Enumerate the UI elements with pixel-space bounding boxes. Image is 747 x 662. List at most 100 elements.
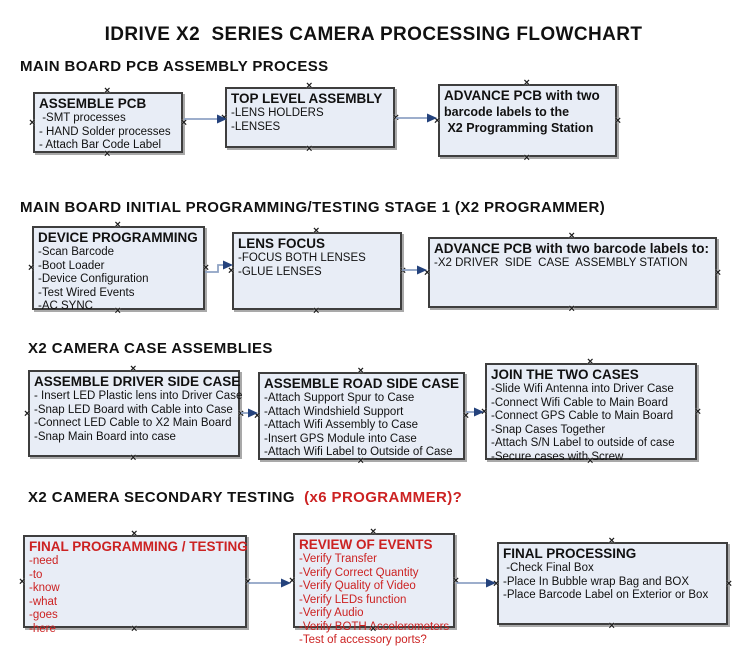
box-items: -FOCUS BOTH LENSES-GLUE LENSES (238, 252, 396, 279)
box-item: -Verify Quality of Video (299, 580, 416, 592)
box-title: ADVANCE PCB with two (444, 88, 600, 103)
box-item: -X2 DRIVER SIDE CASE ASSEMBLY STATION (434, 257, 688, 269)
connection-anchor-icon: × (725, 577, 732, 590)
connection-anchor-icon: × (714, 266, 721, 279)
connection-anchor-icon: × (131, 528, 138, 540)
section-header-secondary-testing-label: X2 CAMERA SECONDARY TESTING (28, 489, 295, 506)
box-items: -Slide Wifi Antenna into Driver Case -Con… (491, 383, 691, 464)
box-item: -Secure cases with Screw (491, 450, 624, 463)
box-item: barcode labels to the (444, 105, 570, 119)
section-header-case-assemblies: X2 CAMERA CASE ASSEMBLIES (28, 340, 273, 357)
flow-box-assemble-driver-case: ASSEMBLE DRIVER SIDE CASE - Insert LED P… (24, 364, 244, 464)
box-item: -Scan Barcode (38, 246, 115, 258)
connection-anchor-icon: × (568, 230, 575, 242)
section-header-pcb-assembly: MAIN BOARD PCB ASSEMBLY PROCESS (20, 58, 329, 75)
box-item: - Insert LED Plastic lens into Driver Ca… (34, 390, 243, 402)
box-title: ASSEMBLE ROAD SIDE CASE (264, 376, 460, 391)
flow-box-assemble-road-case: ASSEMBLE ROAD SIDE CASE -Attach Support … (254, 366, 469, 467)
box-item: X2 Programming Station (444, 121, 594, 135)
box-item: -Snap Cases Together (491, 423, 606, 436)
box-title: LENS FOCUS (238, 236, 326, 251)
connection-anchor-icon: × (614, 114, 621, 127)
connection-anchor-icon: × (24, 407, 31, 420)
section-header-programmer-question: (x6 PROGRAMMER)? (294, 489, 463, 506)
box-item: -LENSES (231, 120, 281, 133)
section-header-initial-programming: MAIN BOARD INITIAL PROGRAMMING/TESTING S… (20, 199, 606, 216)
connection-anchor-icon: × (568, 303, 575, 315)
connection-anchor-icon: × (608, 535, 615, 547)
box-item: -Place Barcode Label on Exterior or Box (503, 589, 709, 601)
box-items: -Attach Support Spur to Case-Attach Wind… (264, 392, 459, 460)
box-items: -Check Final Box-Place In Bubble wrap Ba… (503, 562, 722, 603)
connection-anchor-icon: × (114, 219, 121, 231)
connection-anchor-icon: × (306, 143, 313, 155)
connection-anchor-icon: × (130, 452, 137, 464)
box-item: -SMT processes (39, 112, 126, 124)
box-item: -goes (29, 609, 58, 621)
flow-box-review-events: REVIEW OF EVENTS -Verify Transfer-Verify… (289, 527, 459, 647)
box-item: -Attach Windshield Support (264, 405, 404, 418)
box-item: -Connect GPS Cable to Main Board (491, 410, 674, 422)
box-items: -need-to-know-what-goes-here (29, 555, 241, 636)
box-item: -Verify Transfer (299, 553, 377, 565)
box-item: -Verify BOTH Accelerometers (299, 620, 450, 633)
connection-anchor-icon: × (357, 365, 364, 377)
box-item: -Slide Wifi Antenna into Driver Case (491, 383, 674, 395)
box-item: -Boot Loader (38, 259, 105, 272)
connection-anchor-icon: × (523, 77, 530, 89)
box-item: -Connect LED Cable to X2 Main Board (34, 417, 232, 429)
box-item: -Attach Wifi Label to Outside of Case (264, 446, 453, 458)
box-items: - Insert LED Plastic lens into Driver Ca… (34, 390, 243, 444)
connection-anchor-icon: × (313, 225, 320, 237)
flow-arrow-2 (396, 113, 437, 123)
box-item: -Insert GPS Module into Case (264, 432, 417, 445)
box-item: -Attach Support Spur to Case (264, 392, 415, 404)
section-header-secondary-testing: X2 CAMERA SECONDARY TESTING (x6 PROGRAMM… (28, 489, 462, 506)
box-items: -LENS HOLDERS-LENSES (231, 107, 389, 134)
flow-box-final-processing: FINAL PROCESSING -Check Final Box-Place … (493, 536, 732, 632)
box-item: -here (29, 622, 56, 635)
box-title: DEVICE PROGRAMMING (38, 230, 198, 245)
box-item: -Snap LED Board with Cable into Case (34, 403, 233, 416)
box-item: -Attach Wifi Assembly to Case (264, 419, 419, 431)
box-item: -Verify Correct Quantity (299, 566, 419, 579)
box-item: -Verify Audio (299, 607, 364, 619)
flow-arrow-7 (248, 578, 291, 588)
box-item: -need (29, 555, 59, 567)
box-title: ASSEMBLE DRIVER SIDE CASE (34, 374, 241, 389)
connection-anchor-icon: × (104, 85, 111, 97)
box-item: -Check Final Box (503, 562, 594, 574)
box-item: -Device Configuration (38, 273, 149, 285)
box-item: -Verify LEDs function (299, 593, 407, 606)
box-item: -LENS HOLDERS (231, 107, 324, 119)
box-title: REVIEW OF EVENTS (299, 537, 433, 552)
connection-anchor-icon: × (29, 116, 36, 129)
box-item: -AC SYNC (38, 300, 93, 312)
box-item: -Place In Bubble wrap Bag and BOX (503, 575, 690, 588)
box-items: -Scan Barcode-Boot Loader-Device Configu… (38, 246, 199, 314)
box-items: barcode labels to the X2 Programming Sta… (444, 104, 611, 136)
flow-box-final-programming: FINAL PROGRAMMING / TESTING -need-to-kno… (19, 529, 251, 635)
connection-anchor-icon: × (608, 620, 615, 632)
box-item: -know (29, 582, 60, 594)
box-item: - HAND Solder processes (39, 125, 171, 138)
box-item: -GLUE LENSES (238, 265, 322, 278)
flow-box-join-cases: JOIN THE TWO CASES -Slide Wifi Antenna i… (481, 357, 701, 467)
flow-arrow-6 (466, 407, 484, 417)
box-title: JOIN THE TWO CASES (491, 367, 639, 382)
connection-anchor-icon: × (19, 575, 26, 588)
box-item: - Attach Bar Code Label (39, 139, 162, 151)
flow-box-top-level-assembly: TOP LEVEL ASSEMBLY -LENS HOLDERS-LENSES … (221, 81, 399, 155)
connection-anchor-icon: × (587, 356, 594, 368)
page-title: IDRIVE X2 SERIES CAMERA PROCESSING FLOWC… (104, 24, 643, 45)
box-title: ADVANCE PCB with two barcode labels to: (434, 241, 710, 256)
flow-arrow-3 (205, 260, 233, 273)
box-title: FINAL PROGRAMMING / TESTING (29, 539, 248, 554)
connection-anchor-icon: × (694, 405, 701, 418)
flow-box-advance-pcb-driver-station: ADVANCE PCB with two barcode labels to: … (424, 231, 721, 315)
flow-arrow-5 (241, 408, 258, 418)
box-title: FINAL PROCESSING (503, 546, 637, 561)
box-item: -Snap Main Board into case (34, 430, 176, 443)
connection-anchor-icon: × (523, 152, 530, 164)
